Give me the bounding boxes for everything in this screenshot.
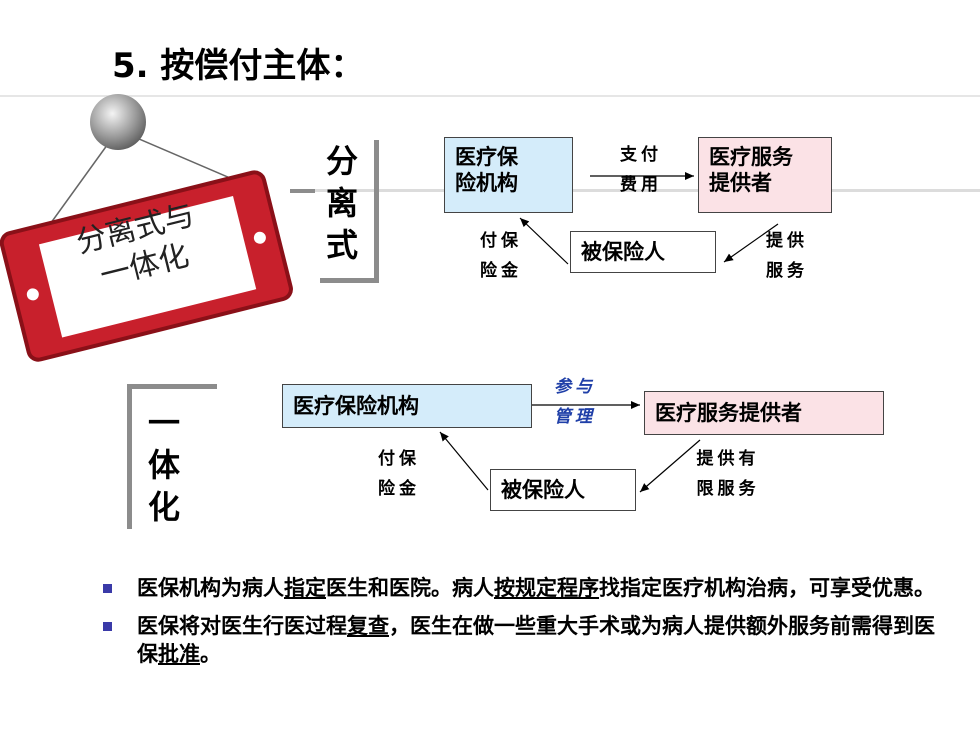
separate-premium-arrow [519,217,569,265]
decor-line-mid [290,189,980,192]
separate-label: 分 离 式 [325,142,358,264]
bullet-item-2: 医保将对医生行医过程复查，医生在做一些重大手术或为病人提供额外服务前需得到医保批… [103,612,943,668]
separate-connector [290,189,315,193]
separate-service-arrow [723,223,779,263]
integrated-service-label: 提供有 限服务 [696,449,760,499]
integrated-premium-label: 付保 险金 [378,449,420,499]
separate-premium-label: 付保 险金 [480,231,522,281]
separate-service-label: 提供 服务 [766,231,808,281]
integrated-service-arrow [639,439,701,493]
bullet-square-icon [103,584,112,593]
integrated-bar-h [127,384,217,389]
separate-insurer-box: 医疗保 险机构 [444,137,573,213]
page-title: 5. 按偿付主体： [112,46,365,86]
integrated-insurer-box: 医疗保险机构 [282,384,532,428]
separate-bar-h [320,278,379,283]
separate-pay-label: 支付 费用 [620,145,662,195]
separate-insured-box: 被保险人 [570,231,716,273]
bullet-square-icon [103,622,112,631]
integrated-insured-box: 被保险人 [490,469,636,511]
integrated-label: 一 体 化 [147,404,180,526]
hanging-sign [0,94,293,362]
integrated-provider-box: 医疗服务提供者 [644,391,884,435]
integrated-premium-arrow [439,431,489,491]
decor-line-top [0,95,980,97]
pin-icon [90,94,146,150]
integrated-manage-label: 参与 管理 [554,377,596,427]
bullet-list: 医保机构为病人指定医生和医院。病人按规定程序找指定医疗机构治病，可享受优惠。 医… [103,574,943,678]
bullet-item-1: 医保机构为病人指定医生和医院。病人按规定程序找指定医疗机构治病，可享受优惠。 [103,574,943,602]
separate-bar-v [374,140,379,283]
separate-provider-box: 医疗服务 提供者 [698,137,832,213]
integrated-bar-v [127,384,132,529]
